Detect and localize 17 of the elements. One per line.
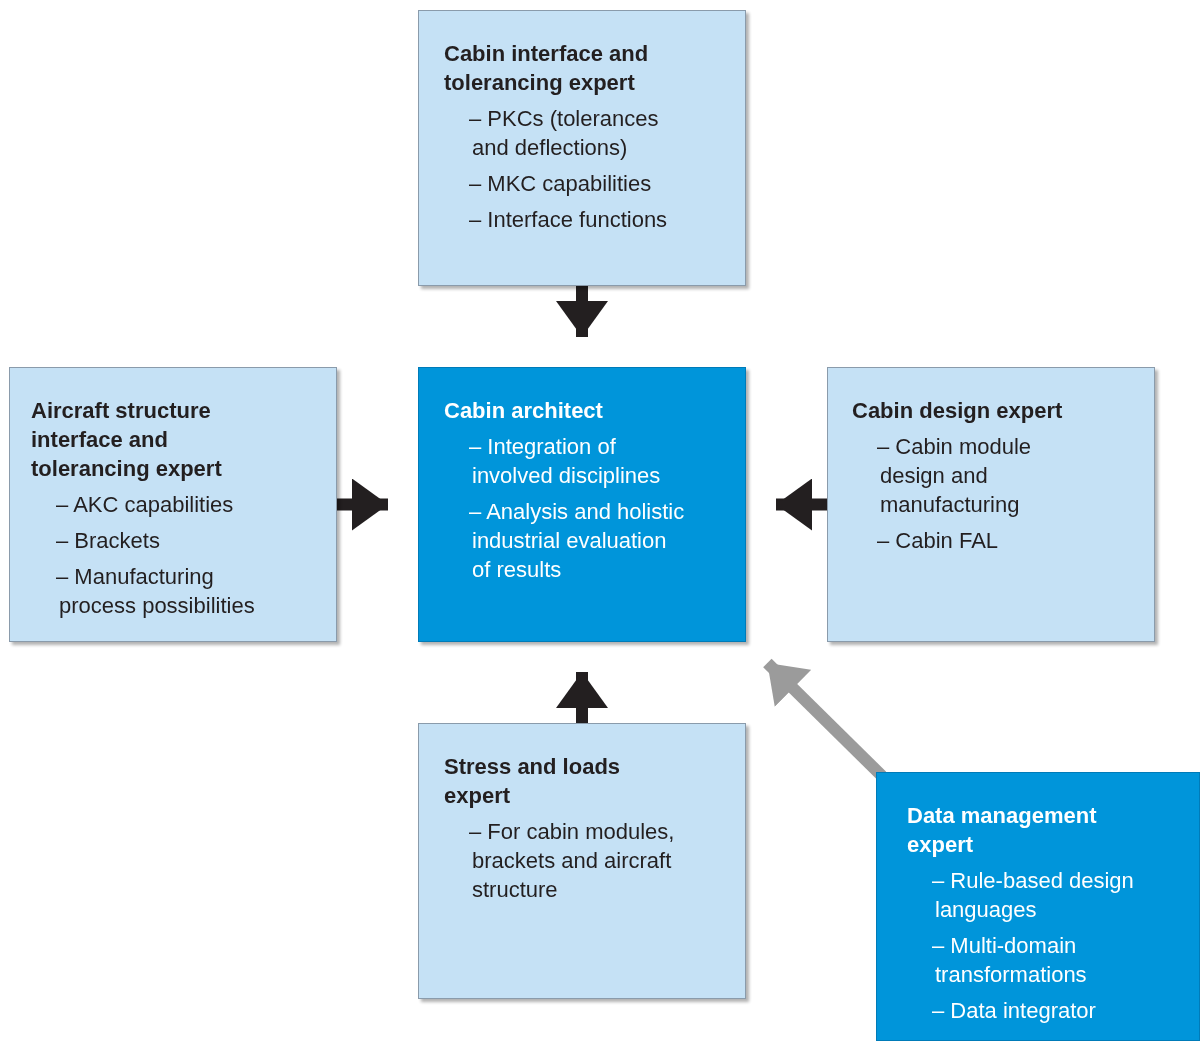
box-heading: Cabin architect	[444, 397, 604, 425]
arrow	[763, 658, 887, 781]
expert-box	[418, 10, 746, 286]
arrow	[337, 478, 388, 531]
box-heading: Stress and loads expert	[444, 753, 622, 810]
expert-box	[9, 367, 337, 642]
expert-box	[827, 367, 1155, 642]
arrow	[556, 286, 608, 337]
box-heading: Data management expert	[907, 802, 1098, 859]
box-heading: Cabin design expert	[852, 397, 1064, 425]
arrow	[776, 478, 827, 531]
box-heading: Cabin interface and tolerancing expert	[444, 40, 650, 97]
box-heading: Aircraft structure interface and tolerancing expert	[31, 397, 223, 483]
expert-box	[418, 723, 746, 999]
expert-box	[876, 772, 1200, 1041]
arrow	[556, 672, 608, 723]
expert-box	[418, 367, 746, 642]
